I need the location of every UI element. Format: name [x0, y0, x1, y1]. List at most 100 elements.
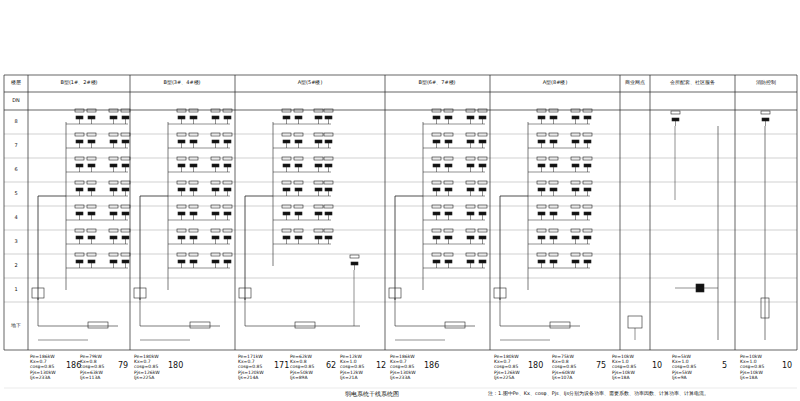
column-header: 消防控制 — [756, 80, 776, 86]
wire — [354, 265, 355, 270]
device-symbol — [212, 116, 219, 119]
riser-line — [245, 196, 273, 197]
device-symbol — [584, 260, 591, 263]
device-tag — [478, 133, 487, 136]
wire — [298, 143, 299, 148]
grid-line — [4, 182, 797, 183]
wire — [168, 268, 230, 269]
device-tag — [314, 157, 323, 160]
device-tag — [177, 181, 186, 184]
wire — [541, 239, 542, 244]
device-tag — [282, 229, 291, 232]
load-number: 180 — [168, 362, 183, 371]
wire — [273, 124, 331, 125]
device-symbol — [76, 140, 83, 143]
device-symbol — [110, 212, 117, 215]
device-tag — [571, 181, 580, 184]
wire — [298, 119, 299, 124]
device-symbol — [190, 260, 197, 263]
wire — [140, 326, 220, 327]
device-tag — [583, 181, 592, 184]
device-symbol — [445, 140, 452, 143]
device-tag — [282, 109, 291, 112]
device-symbol — [283, 236, 290, 239]
wire — [528, 124, 590, 125]
device-tag — [324, 205, 333, 208]
device-symbol — [467, 116, 474, 119]
load-data: Pe=186kW Kx=0.7 cosφ=0.85 Pjs=130kW Ijs=… — [390, 354, 426, 380]
device-tag — [571, 205, 580, 208]
device-symbol — [178, 260, 185, 263]
device-tag — [282, 181, 291, 184]
wire — [227, 215, 228, 220]
wire — [168, 124, 230, 125]
device-tag — [223, 109, 232, 112]
floor-label: DN — [12, 98, 20, 104]
device-tag — [223, 205, 232, 208]
grid-line — [4, 388, 797, 389]
meter-box — [295, 322, 315, 328]
device-symbol — [467, 164, 474, 167]
grid-line — [4, 230, 797, 231]
device-tag — [478, 109, 487, 112]
device-symbol — [190, 188, 197, 191]
device-symbol — [122, 116, 129, 119]
grid-line — [235, 75, 236, 350]
device-symbol — [190, 212, 197, 215]
device-tag — [87, 109, 96, 112]
device-symbol — [325, 140, 332, 143]
wire — [423, 172, 485, 173]
device-tag — [75, 109, 84, 112]
device-symbol — [315, 116, 322, 119]
device-tag — [583, 205, 592, 208]
device-tag — [324, 109, 333, 112]
wire — [286, 143, 287, 148]
column-header: 商业网点 — [625, 81, 645, 86]
device-symbol — [584, 116, 591, 119]
device-tag — [109, 133, 118, 136]
device-symbol — [467, 188, 474, 191]
device-tag — [109, 253, 118, 256]
wire — [181, 119, 182, 124]
wire — [79, 263, 80, 268]
load-number: 186 — [424, 362, 439, 371]
device-tag — [324, 133, 333, 136]
device-symbol — [467, 140, 474, 143]
column-header: B型(6#、7#楼) — [418, 80, 455, 86]
wire — [500, 298, 501, 326]
wire — [553, 119, 554, 124]
device-tag — [537, 253, 546, 256]
wire — [354, 270, 355, 326]
device-symbol — [224, 164, 231, 167]
device-tag — [571, 133, 580, 136]
device-symbol — [325, 116, 332, 119]
wire — [79, 167, 80, 172]
wire — [298, 215, 299, 220]
device-symbol — [295, 116, 302, 119]
load-data: Pe=186kW Kx=0.7 cosφ=0.85 Pjs=130kW Ijs=… — [30, 354, 66, 380]
wire — [91, 119, 92, 124]
device-symbol — [550, 188, 557, 191]
device-symbol — [178, 164, 185, 167]
wire — [66, 220, 128, 221]
wire — [541, 215, 542, 220]
floor-label: 4 — [14, 215, 17, 221]
wire — [448, 191, 449, 196]
wire — [541, 263, 542, 268]
device-tag — [87, 133, 96, 136]
wire — [328, 167, 329, 172]
wire — [587, 215, 588, 220]
wire — [286, 239, 287, 244]
device-symbol — [479, 212, 486, 215]
wire — [423, 220, 485, 221]
wire — [38, 326, 118, 327]
wire — [436, 143, 437, 148]
wire — [423, 196, 485, 197]
wire — [328, 143, 329, 148]
wire — [91, 239, 92, 244]
device-symbol — [445, 188, 452, 191]
device-tag — [177, 229, 186, 232]
device-symbol — [295, 140, 302, 143]
grid-line — [797, 75, 798, 350]
